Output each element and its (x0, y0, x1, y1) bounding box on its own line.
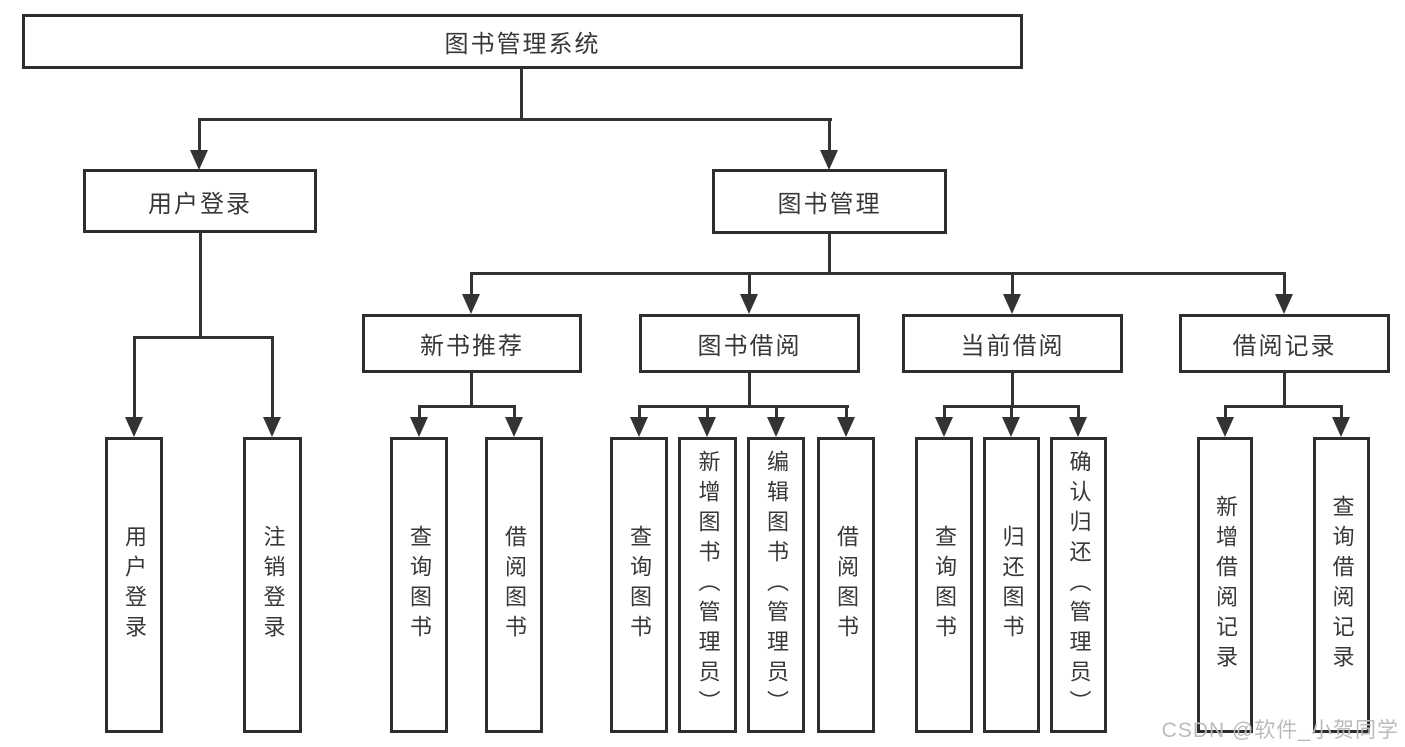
connector-user-login-stub (199, 233, 202, 336)
connector-stub (1283, 373, 1286, 407)
connector-stem (638, 405, 641, 419)
connector-user-login-split (133, 336, 274, 339)
arrow-down-icon (1275, 294, 1293, 314)
leaf-label: 确认归还（管理员） (1066, 450, 1092, 720)
node-root-label: 图书管理系统 (444, 31, 601, 58)
arrow-down-icon (698, 417, 716, 437)
connector-stem (470, 272, 473, 296)
leaf-query-books-recommend: 查询图书 (390, 437, 448, 733)
connector-stem (775, 405, 778, 419)
arrow-down-icon (505, 417, 523, 437)
connector-stem (748, 272, 751, 296)
connector-stem (418, 405, 421, 419)
leaf-query-books-borrowing: 查询图书 (610, 437, 668, 733)
connector-root-stub (520, 69, 523, 119)
connector-stub (1011, 373, 1014, 407)
node-new-book-recommend: 新书推荐 (362, 314, 582, 373)
arrow-down-icon (1003, 294, 1021, 314)
leaf-add-books-admin: 新增图书（管理员） (678, 437, 737, 733)
node-book-borrowing: 图书借阅 (639, 314, 860, 373)
leaf-label: 查询借阅记录 (1329, 495, 1355, 675)
arrow-down-icon (820, 150, 838, 170)
arrow-down-icon (935, 417, 953, 437)
connector-root-left-stem (198, 118, 201, 152)
arrow-down-icon (837, 417, 855, 437)
connector-root-split (198, 118, 832, 121)
connector-stem (1077, 405, 1080, 419)
leaf-logout: 注销登录 (243, 437, 302, 733)
arrow-down-icon (740, 294, 758, 314)
arrow-down-icon (462, 294, 480, 314)
leaf-add-borrow-record: 新增借阅记录 (1197, 437, 1253, 733)
leaf-label: 查询图书 (627, 525, 652, 645)
node-user-login-label: 用户登录 (148, 190, 252, 218)
connector-stem (1011, 272, 1014, 296)
leaf-label: 新增借阅记录 (1213, 495, 1238, 675)
node-new-book-recommend-label: 新书推荐 (420, 333, 524, 360)
leaf-query-borrow-record: 查询借阅记录 (1313, 437, 1370, 733)
connector-split (1224, 405, 1343, 408)
arrow-down-icon (1332, 417, 1350, 437)
leaf-confirm-return-admin: 确认归还（管理员） (1050, 437, 1107, 733)
connector-stem (845, 405, 848, 419)
leaf-label: 查询图书 (407, 525, 432, 645)
leaf-label: 查询图书 (932, 525, 957, 645)
connector-stem (1283, 272, 1286, 296)
leaf-borrow-books-recommend: 借阅图书 (485, 437, 543, 733)
node-book-management: 图书管理 (712, 169, 947, 234)
connector-stub (470, 373, 473, 407)
connector-stem (1224, 405, 1227, 419)
leaf-user-login: 用户登录 (105, 437, 163, 733)
node-book-management-label: 图书管理 (777, 191, 882, 218)
node-current-borrowing: 当前借阅 (902, 314, 1123, 373)
leaf-label: 借阅图书 (834, 525, 859, 645)
connector-split (418, 405, 516, 408)
connector-split (638, 405, 849, 408)
leaf-label: 编辑图书（管理员） (764, 450, 789, 720)
leaf-label: 用户登录 (122, 525, 147, 645)
connector-stem (513, 405, 516, 419)
connector-stem (1010, 405, 1013, 419)
connector-root-right-stem (828, 118, 831, 152)
arrow-down-icon (125, 417, 143, 437)
node-book-borrowing-label: 图书借阅 (697, 333, 802, 360)
node-user-login: 用户登录 (83, 169, 317, 233)
node-borrowing-records-label: 借阅记录 (1232, 333, 1337, 360)
arrow-down-icon (767, 417, 785, 437)
leaf-label: 新增图书（管理员） (695, 450, 721, 720)
arrow-down-icon (1069, 417, 1087, 437)
connector-book-mgmt-stub (828, 234, 831, 272)
node-root: 图书管理系统 (22, 14, 1023, 69)
connector-book-mgmt-split (470, 272, 1286, 275)
arrow-down-icon (1216, 417, 1234, 437)
connector-stem (133, 336, 136, 419)
arrow-down-icon (630, 417, 648, 437)
arrow-down-icon (410, 417, 428, 437)
leaf-return-books: 归还图书 (983, 437, 1040, 733)
connector-stem (706, 405, 709, 419)
leaf-query-books-current: 查询图书 (915, 437, 973, 733)
leaf-label: 归还图书 (999, 525, 1025, 645)
connector-stem (943, 405, 946, 419)
connector-stem (1340, 405, 1343, 419)
leaf-label: 注销登录 (260, 525, 286, 645)
arrow-down-icon (190, 150, 208, 170)
leaf-borrow-books-borrowing: 借阅图书 (817, 437, 875, 733)
arrow-down-icon (1002, 417, 1020, 437)
node-current-borrowing-label: 当前借阅 (960, 333, 1065, 360)
arrow-down-icon (263, 417, 281, 437)
node-borrowing-records: 借阅记录 (1179, 314, 1390, 373)
connector-stub (748, 373, 751, 407)
leaf-label: 借阅图书 (502, 525, 527, 645)
leaf-edit-books-admin: 编辑图书（管理员） (747, 437, 805, 733)
connector-stem (271, 336, 274, 419)
csdn-watermark: CSDN @软件_小贺同学 (1161, 719, 1399, 742)
